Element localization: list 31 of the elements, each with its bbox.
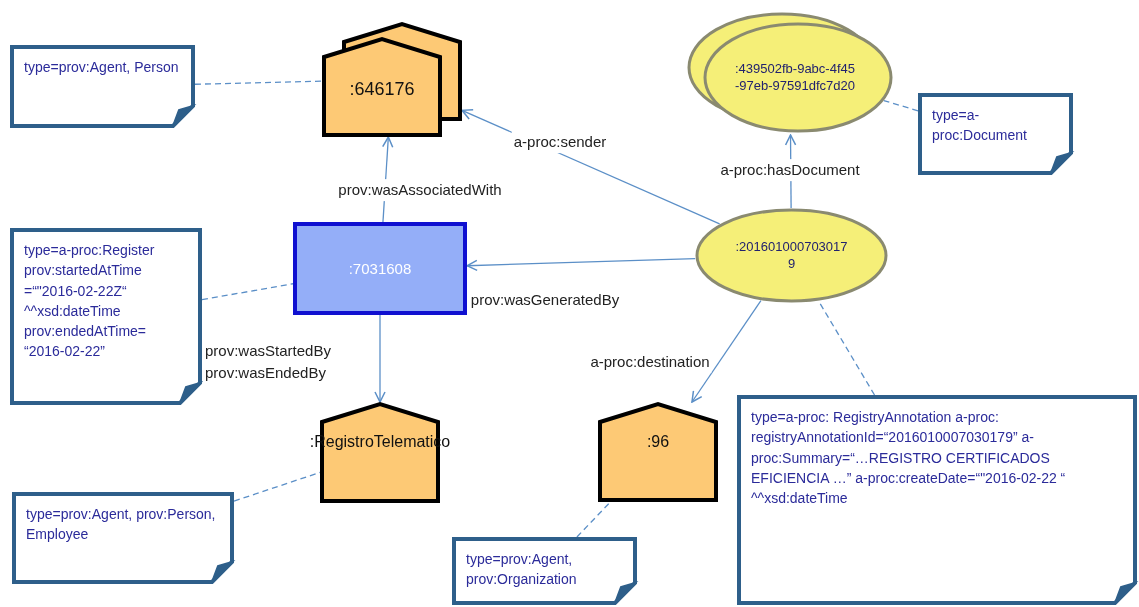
node-label: :2016010007030179 xyxy=(735,237,848,273)
dashed-connector xyxy=(576,501,611,538)
note-box xyxy=(918,93,1073,175)
node-label: :439502fb-9abc-4f45-97eb-97591dfc7d20 xyxy=(735,59,855,95)
note-text: type=prov:Agent, prov:Person, Employee xyxy=(26,505,217,545)
agent-pentagon xyxy=(598,402,718,502)
arrow xyxy=(691,299,762,403)
arrow xyxy=(374,314,386,403)
note-box xyxy=(452,537,637,605)
edge-label: a-proc:sender xyxy=(511,131,609,153)
edge-label: prov:wasAssociatedWith xyxy=(336,179,504,201)
activity-box xyxy=(293,222,467,315)
node-label: :646176 xyxy=(348,77,416,101)
note-text: type=prov:Agent, prov:Organization xyxy=(466,550,578,590)
note-box xyxy=(10,228,202,405)
edge-label: a-proc:hasDocument xyxy=(718,159,862,181)
entity-ellipse xyxy=(695,208,888,303)
note-box xyxy=(10,45,195,128)
dashed-connector xyxy=(201,283,294,301)
stacked-agent-pentagon xyxy=(322,22,462,137)
stacked-entity-ellipse xyxy=(685,10,895,135)
note-text: type=a-proc:Register prov:startedAtTime =“"2016-02-22Z“ ^^xsd:dateTime prov:endedAtTime= “2016-02-22” xyxy=(24,241,156,362)
node-label: :7031608 xyxy=(347,258,413,279)
note-text: type=a-proc: RegistryAnnotation a-proc: registryAnnotationId=“2016010007030179” a-proc:Summary=“…REGISTRO CERTIFICADOS EFICIENCIA …” a-proc:createDate=“"2016-02-22 “ ^^xsd:dateTime xyxy=(751,408,1067,509)
note-box xyxy=(12,492,234,584)
note-box xyxy=(737,395,1137,605)
note-text: type=prov:Agent, Person xyxy=(24,58,180,77)
dashed-connector xyxy=(194,80,323,85)
arrow xyxy=(466,257,696,272)
dashed-connector xyxy=(883,99,919,112)
note-text: type=a-proc:Document xyxy=(932,106,1028,146)
